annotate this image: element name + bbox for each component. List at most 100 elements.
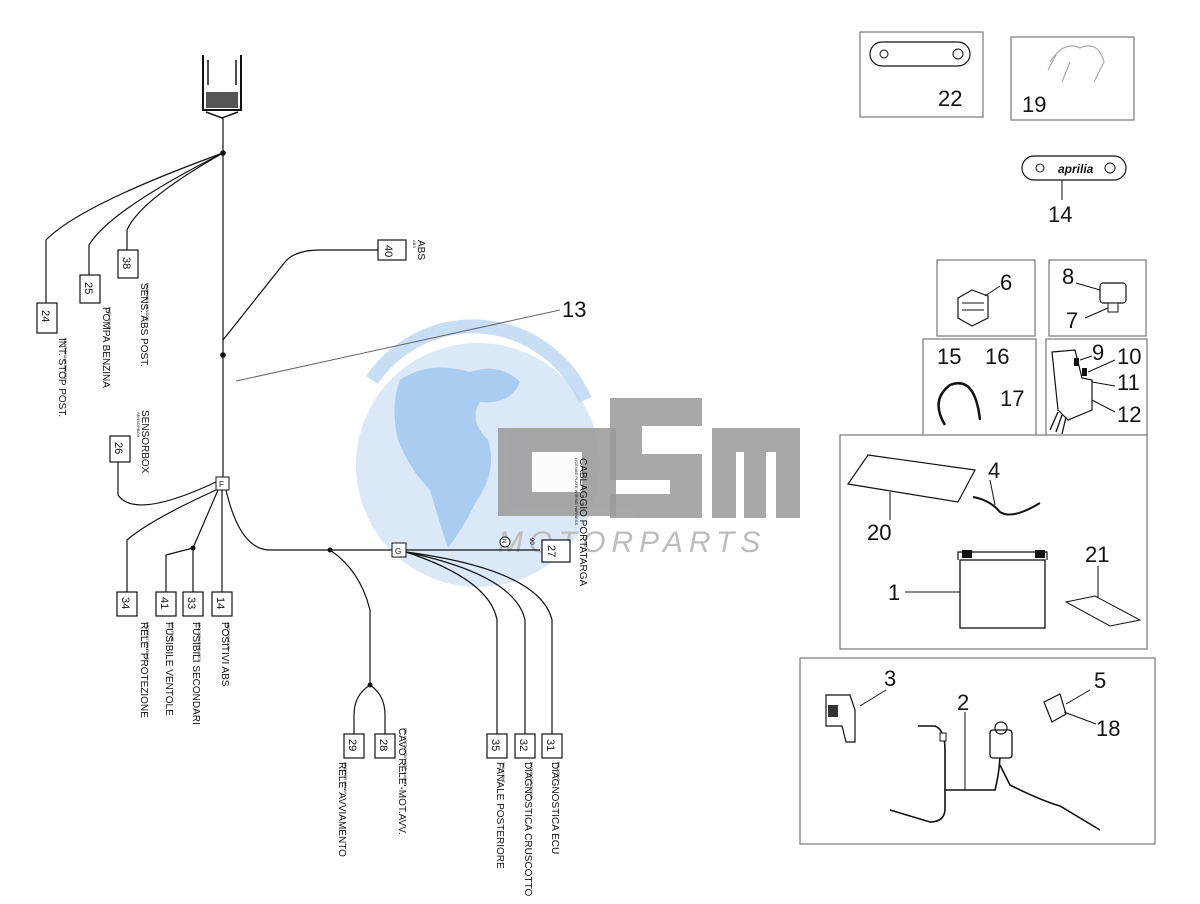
watermark-logo-o <box>498 428 616 516</box>
watermark: MOTORPARTS <box>356 319 800 587</box>
svg-text:34: 34 <box>119 597 131 609</box>
svg-text:17: 17 <box>1000 386 1024 411</box>
part-6: 6 <box>936 259 1036 337</box>
svg-text:2: 2 <box>957 690 969 715</box>
watermark-continents <box>394 367 520 548</box>
cable-clip-icon <box>1047 45 1105 83</box>
connector-28: 28 CAVO RELE'-MOT.AVV. RELAY-STARTER MOT… <box>374 728 408 835</box>
svg-text:TAIL LIGHT: TAIL LIGHT <box>501 762 506 783</box>
svg-text:aprilia: aprilia <box>1058 162 1094 176</box>
battery-pad-icon <box>846 454 976 503</box>
svg-text:SECONDARY FUSES: SECONDARY FUSES <box>197 622 202 662</box>
connector-32: 32 DIAGNOSTICA CRUSCOTTO DASHBOARD DIAG. <box>514 733 536 896</box>
connector-14: 14 POSITIVI ABS ABS POSITIVE <box>211 591 233 687</box>
part-cable-group: 3 2 5 18 <box>799 657 1156 845</box>
fuse-box-icon <box>1051 349 1093 421</box>
svg-text:38: 38 <box>120 257 132 269</box>
connector-24: 24 INT. STOP POST. REAR BRAKE SWITCH <box>36 302 68 417</box>
callout-13: 13 <box>562 297 586 322</box>
svg-text:15: 15 <box>937 344 961 369</box>
connector-33: 33 FUSIBILI SECONDARI SECONDARY FUSES <box>182 591 204 725</box>
svg-text:LICENSE PLATE WIRING HARNESS: LICENSE PLATE WIRING HARNESS <box>574 458 579 525</box>
rear-connector-icon <box>202 55 242 119</box>
svg-text:STARTER RELAY: STARTER RELAY <box>343 762 348 795</box>
connector-27: 27 CABLAGGIO PORTATARGA LICENSE PLATE WI… <box>541 458 588 587</box>
svg-text:7: 7 <box>1066 308 1078 333</box>
connector-38: 38 SENS. ABS POST. REAR ABS SENSOR <box>117 249 150 367</box>
svg-text:SENSORBOX: SENSORBOX <box>136 412 141 438</box>
svg-text:F: F <box>219 480 224 489</box>
battery-label-sheet-icon <box>1064 595 1142 627</box>
connector-29: 29 RELE' AVVIAMENTO STARTER RELAY <box>336 733 365 857</box>
svg-text:FANALE POSTERIORE: FANALE POSTERIORE <box>494 762 505 869</box>
battery-cable-icon <box>972 496 1041 516</box>
svg-text:N: N <box>500 539 506 543</box>
svg-text:POMPA BENZINA: POMPA BENZINA <box>100 307 111 388</box>
svg-text:4: 4 <box>988 458 1000 483</box>
watermark-logo-s <box>610 398 702 518</box>
svg-text:20: 20 <box>867 520 891 545</box>
svg-text:21: 21 <box>1085 542 1109 567</box>
svg-text:11: 11 <box>1117 370 1140 395</box>
svg-text:27: 27 <box>545 545 557 557</box>
part-14: aprilia 14 <box>1021 155 1127 227</box>
watermark-logo-m <box>712 428 800 518</box>
key-tag-icon <box>869 41 971 67</box>
cable-tie-icon <box>937 382 982 426</box>
svg-text:RELE' PROTEZIONE: RELE' PROTEZIONE <box>138 622 149 718</box>
svg-text:33: 33 <box>185 597 197 609</box>
svg-text:90: 90 <box>528 538 534 545</box>
connector-34: 34 RELE' PROTEZIONE PROTECTION RELAY <box>116 591 150 718</box>
svg-text:6: 6 <box>1000 270 1012 295</box>
svg-text:16: 16 <box>985 344 1009 369</box>
relay-icon <box>957 289 989 327</box>
svg-text:28: 28 <box>377 739 389 751</box>
svg-text:5: 5 <box>1094 668 1106 693</box>
svg-text:9: 9 <box>1092 340 1104 365</box>
connector-41: 41 FUSIBILE VENTOLE FAN FUSE <box>155 591 177 716</box>
svg-text:25: 25 <box>82 282 94 294</box>
svg-text:41: 41 <box>158 597 170 609</box>
svg-text:SENS. ABS POST.: SENS. ABS POST. <box>138 283 149 367</box>
svg-text:REAR ABS SENSOR: REAR ABS SENSOR <box>145 283 150 321</box>
svg-text:35: 35 <box>489 739 501 751</box>
svg-text:RELAY-STARTER MOT. CABLE: RELAY-STARTER MOT. CABLE <box>403 728 408 785</box>
connector-n: N 90 <box>499 536 534 548</box>
part-19: 19 <box>1010 36 1135 121</box>
svg-text:22: 22 <box>938 86 962 111</box>
svg-text:31: 31 <box>544 739 556 751</box>
svg-text:ECU DIAG.: ECU DIAG. <box>556 762 561 782</box>
svg-text:PROTECTION RELAY: PROTECTION RELAY <box>145 622 150 662</box>
svg-text:FUEL PUMP: FUEL PUMP <box>107 307 112 330</box>
svg-text:RELE' AVVIAMENTO: RELE' AVVIAMENTO <box>336 762 347 857</box>
svg-text:INT. STOP POST.: INT. STOP POST. <box>56 338 67 417</box>
part-8-7: 8 7 <box>1048 259 1147 337</box>
fuse-icon <box>1043 693 1067 723</box>
svg-text:32: 32 <box>517 739 529 751</box>
connector-25: 25 POMPA BENZINA FUEL PUMP <box>79 274 112 388</box>
svg-text:DIAGNOSTICA CRUSCOTTO: DIAGNOSTICA CRUSCOTTO <box>522 762 533 896</box>
fuse-cap-icon <box>1099 282 1127 304</box>
connector-26: 26 SENSORBOX SENSORBOX <box>109 410 150 474</box>
svg-text:24: 24 <box>39 310 51 322</box>
aprilia-key-tag-icon <box>1021 155 1127 181</box>
part-9-12: 9 10 11 12 <box>1045 338 1148 437</box>
battery-icon <box>957 550 1048 629</box>
watermark-tagline: MOTORPARTS <box>498 526 766 559</box>
svg-text:29: 29 <box>346 739 358 751</box>
svg-text:DASHBOARD DIAG.: DASHBOARD DIAG. <box>529 762 534 799</box>
connector-35: 35 FANALE POSTERIORE TAIL LIGHT <box>486 733 508 869</box>
svg-text:CABLAGGIO PORTATARGA: CABLAGGIO PORTATARGA <box>577 458 588 587</box>
svg-text:18: 18 <box>1096 716 1120 741</box>
svg-text:FUSIBILE VENTOLE: FUSIBILE VENTOLE <box>163 622 174 716</box>
svg-text:DIAGNOSTICA ECU: DIAGNOSTICA ECU <box>549 762 560 854</box>
svg-text:14: 14 <box>1048 202 1072 227</box>
part-22: 22 <box>859 31 984 118</box>
part-battery-group: 4 20 21 1 <box>839 434 1148 650</box>
svg-text:3: 3 <box>884 666 896 691</box>
svg-text:26: 26 <box>112 442 124 454</box>
svg-text:POSITIVI ABS: POSITIVI ABS <box>219 622 230 687</box>
svg-text:FAN FUSE: FAN FUSE <box>170 622 175 642</box>
connector-40: 40 ABS ABS <box>377 239 426 261</box>
